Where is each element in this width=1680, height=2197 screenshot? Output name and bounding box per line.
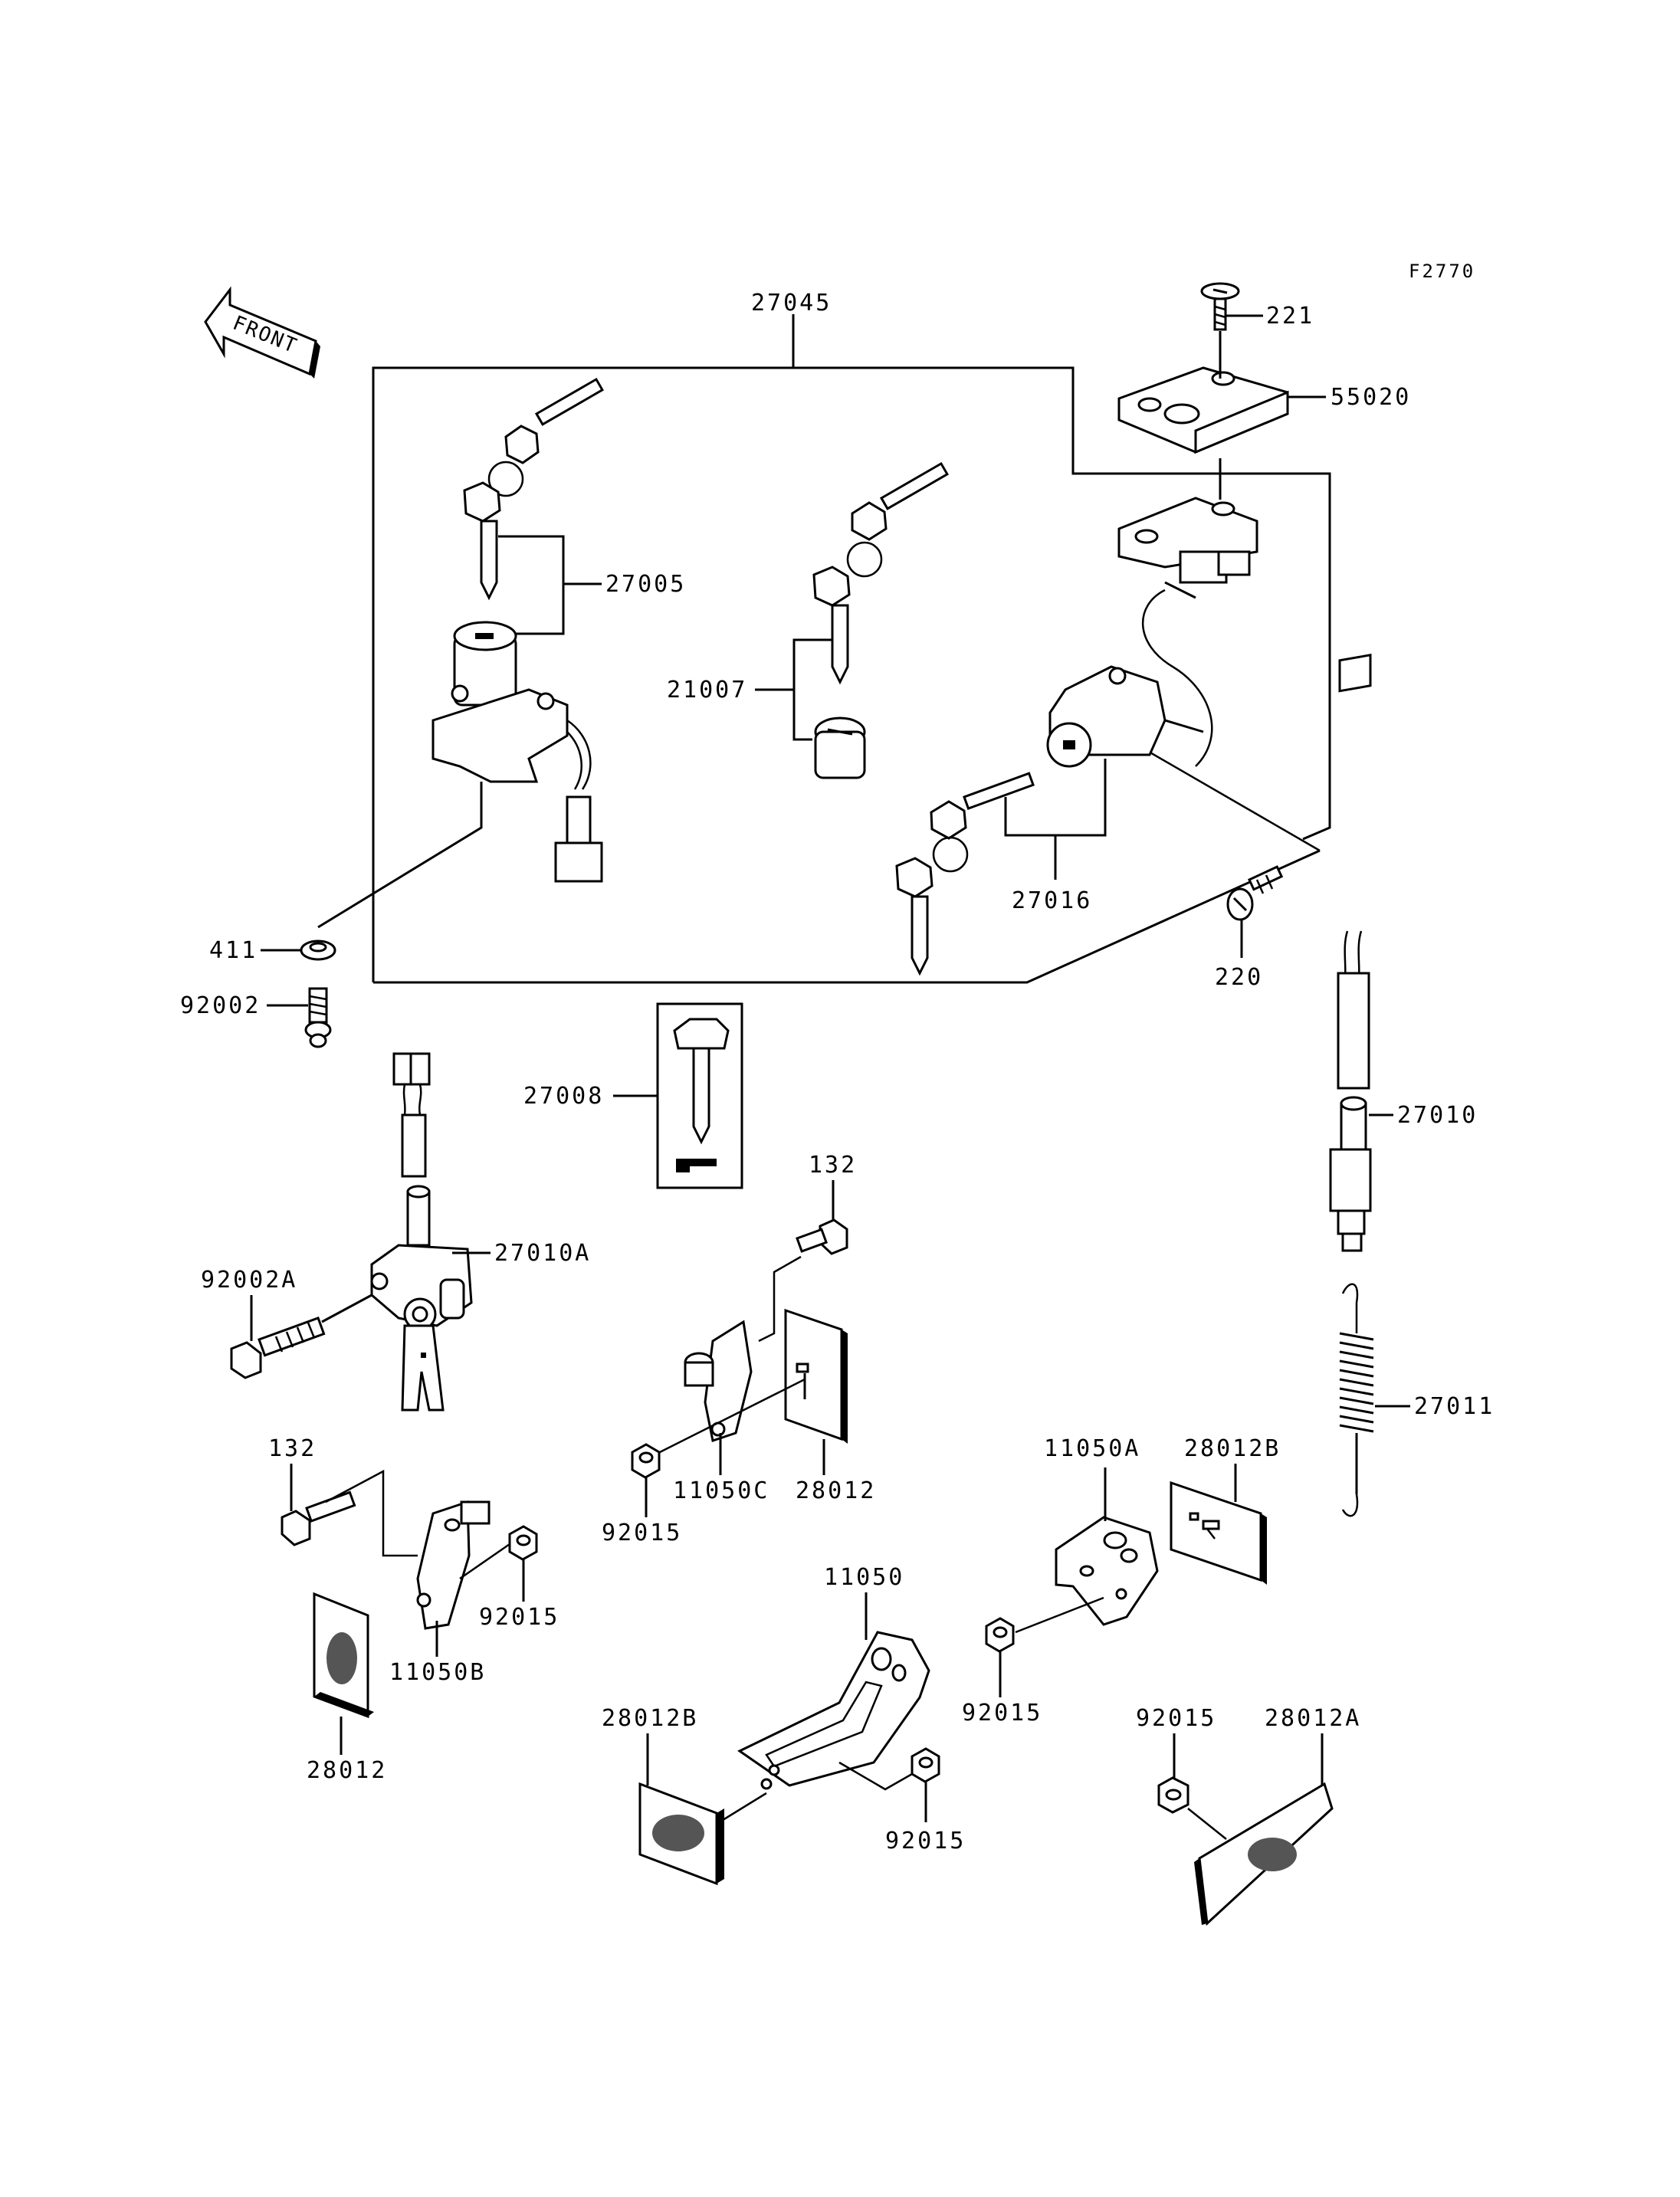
cover-plate-55020-icon xyxy=(1117,331,1289,454)
nut-92015-c-icon xyxy=(985,1617,1015,1653)
label-92015-c: 92015 xyxy=(962,1700,1042,1726)
reflector-28012-lower-icon xyxy=(313,1592,374,1719)
nut-92015-a-icon xyxy=(631,1443,661,1479)
reflector-28012A-icon xyxy=(1194,1782,1334,1926)
bracket-11050A-icon xyxy=(1055,1516,1159,1626)
label-27008: 27008 xyxy=(523,1083,604,1110)
label-28012B-bottom: 28012B xyxy=(602,1705,698,1732)
label-220: 220 xyxy=(1215,964,1263,991)
nut-92015-e-icon xyxy=(1157,1776,1189,1814)
label-92015-d: 92015 xyxy=(885,1828,966,1854)
kit-bracket-27045 xyxy=(372,314,1331,984)
reflector-28012-top-icon xyxy=(784,1308,848,1444)
figure-code: F2770 xyxy=(1409,261,1475,282)
bracket-11050-icon xyxy=(737,1631,930,1790)
ignition-switch-icon xyxy=(431,621,603,883)
label-28012-lower: 28012 xyxy=(307,1757,387,1784)
label-28012B-right: 28012B xyxy=(1184,1435,1281,1462)
label-92002: 92002 xyxy=(180,992,261,1019)
label-21007: 21007 xyxy=(667,677,747,703)
front-arrow-icon: FRONT xyxy=(204,286,320,379)
nut-92015-d-icon xyxy=(911,1747,940,1783)
label-27045: 27045 xyxy=(751,290,832,316)
label-92015-a: 92015 xyxy=(602,1520,682,1546)
label-92002A: 92002A xyxy=(201,1267,297,1294)
label-28012-top: 28012 xyxy=(796,1477,876,1504)
label-27016: 27016 xyxy=(1012,887,1092,914)
screw-220-icon xyxy=(1226,865,1284,921)
seat-lock-icon xyxy=(1117,497,1258,767)
fuel-lock-27016-icon xyxy=(895,665,1204,976)
reflector-28012B-bottom-icon xyxy=(638,1782,724,1886)
label-132-top: 132 xyxy=(809,1152,857,1179)
label-11050A: 11050A xyxy=(1044,1435,1140,1462)
label-221: 221 xyxy=(1266,303,1314,330)
bracket-11050C-icon xyxy=(684,1255,802,1442)
label-27011: 27011 xyxy=(1414,1393,1495,1420)
bracket-11050B-icon xyxy=(325,1469,491,1630)
stop-switch-27010A-icon xyxy=(370,1052,473,1412)
label-11050: 11050 xyxy=(824,1564,904,1591)
label-411: 411 xyxy=(209,937,258,964)
key-set-21007-icon xyxy=(812,461,949,779)
reflector-28012B-right-icon xyxy=(1170,1481,1267,1585)
label-11050C: 11050C xyxy=(673,1477,769,1504)
bolt-92002-icon xyxy=(304,987,332,1048)
label-11050B: 11050B xyxy=(389,1659,486,1686)
label-27010: 27010 xyxy=(1397,1102,1478,1129)
bolt-132-icon xyxy=(796,1218,848,1255)
label-27010A: 27010A xyxy=(494,1240,591,1267)
label-27005: 27005 xyxy=(605,571,686,598)
stop-switch-27010-icon xyxy=(1329,653,1372,1252)
label-55020: 55020 xyxy=(1331,384,1411,411)
label-132-lower: 132 xyxy=(268,1435,317,1462)
washer-411-icon xyxy=(300,939,336,961)
label-28012A: 28012A xyxy=(1265,1705,1361,1732)
bolt-92002A-icon xyxy=(230,1317,326,1379)
screw-221-icon xyxy=(1200,282,1240,331)
label-92015-b: 92015 xyxy=(479,1604,559,1631)
nut-92015-b-icon xyxy=(508,1525,538,1561)
key-set-27005-icon xyxy=(463,377,604,601)
bolt-132-lower-icon xyxy=(281,1490,356,1546)
spring-27011-icon xyxy=(1339,1283,1374,1517)
key-blank-27008-icon xyxy=(656,1002,743,1189)
label-92015-e: 92015 xyxy=(1136,1705,1216,1732)
